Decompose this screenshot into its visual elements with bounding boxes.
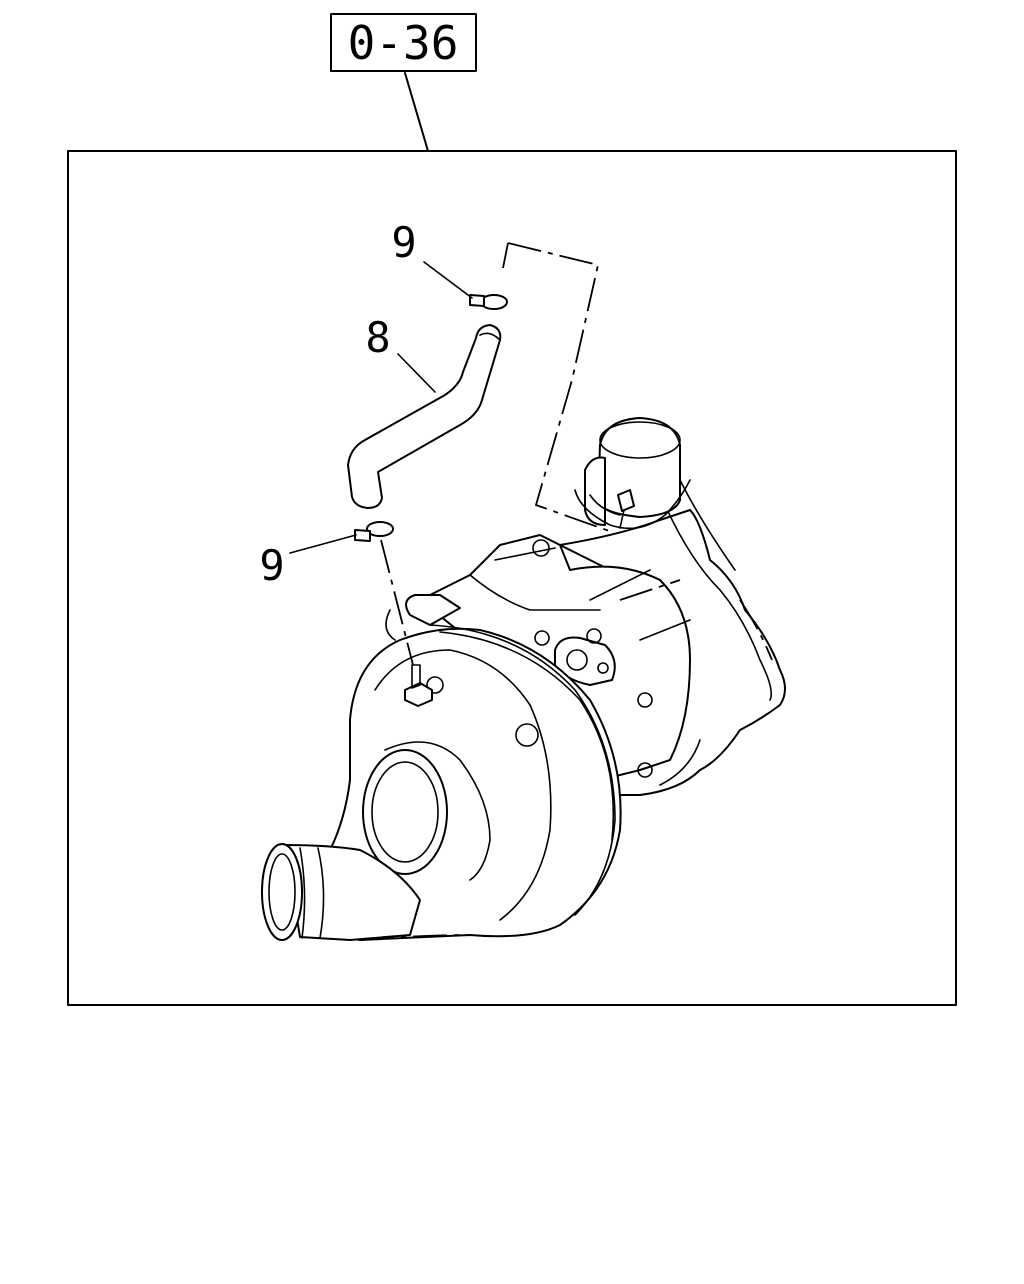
vent-hose[interactable] xyxy=(347,324,502,509)
compressor-outlet-pipe xyxy=(261,843,471,941)
callout-label: 8 xyxy=(365,313,390,362)
reference-leader-line xyxy=(404,72,429,152)
callout-label: 9 xyxy=(259,541,284,590)
reference-box-label: 0-36 xyxy=(348,16,459,70)
assembly-line-lower xyxy=(380,539,414,666)
turbocharger xyxy=(261,417,786,941)
hose-clip-upper[interactable] xyxy=(469,294,508,310)
callout-clip-lower[interactable]: 9 xyxy=(259,534,357,590)
callout-leader xyxy=(423,261,473,299)
reference-box[interactable]: 0-36 xyxy=(330,13,477,72)
hose-clip-lower[interactable] xyxy=(354,521,394,542)
assembly-line-upper xyxy=(507,242,613,533)
callout-clip-upper[interactable]: 9 xyxy=(391,218,473,299)
compressor-housing xyxy=(308,624,622,941)
callout-hose[interactable]: 8 xyxy=(365,313,436,393)
callout-leader xyxy=(289,534,357,554)
reference-box-frame xyxy=(330,13,477,72)
center-housing xyxy=(385,534,691,781)
diagram-frame xyxy=(67,150,957,1006)
callout-leader xyxy=(397,353,436,393)
assembly-line-upper-stub xyxy=(502,242,509,269)
callout-label: 9 xyxy=(391,218,416,267)
